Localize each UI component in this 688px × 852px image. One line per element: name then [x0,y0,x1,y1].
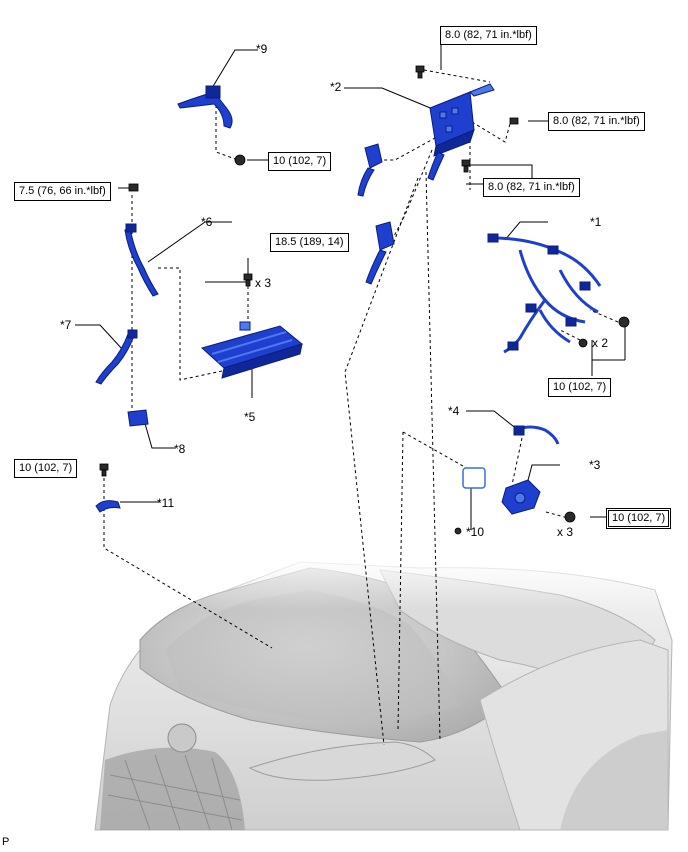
engine-compartment [165,590,460,723]
callout-1: *1 [590,215,602,229]
part-connector-b [365,221,395,285]
fasteners [99,65,630,535]
emblem [167,723,197,753]
part-5-module-bracket [200,321,304,379]
callout-8: *8 [174,442,186,456]
qty-sensor3: x 3 [557,525,574,539]
top-fade [90,550,680,610]
torque-clamp9: 10 (102, 7) [268,152,332,171]
nut-right-bracket [509,117,519,125]
nut-harness1 [578,338,588,348]
callout-10: *10 [466,525,485,539]
torque-top-bracket: 8.0 (82, 71 in.*lbf) [440,26,537,45]
part-6-hose [124,223,159,297]
callout-11: *11 [157,496,175,510]
bolt-top-bracket [415,65,425,79]
part-9-harness-clamp [177,85,233,129]
part-10-dot [454,527,462,535]
part-1-connectors [487,233,591,351]
callout-7: *7 [60,318,72,332]
figure-code: P [2,836,10,848]
callout-3: *3 [589,458,601,472]
qty-harness1: x 2 [592,336,609,350]
bolt-bracket5 [243,273,253,287]
part-connector-a [357,143,383,197]
part-3-sensor [501,479,541,515]
part-7-hose [95,329,138,385]
bolt-clamp9 [234,154,246,166]
part-10-seal [462,467,486,489]
torque-right-bracket: 8.0 (82, 71 in.*lbf) [548,112,645,131]
part-11-clip [95,500,121,513]
grille-pattern [107,754,243,831]
bolt-harness1 [618,316,630,328]
wheel-arch [560,730,668,830]
callout-6: *6 [201,215,213,229]
torque-bolt11: 10 (102, 7) [14,459,78,478]
components [95,83,602,515]
torque-sensor3: 10 (102, 7) [606,508,672,529]
torque-nut-left: 7.5 (76, 66 in.*lbf) [14,182,111,201]
headlamp-left [248,741,436,781]
part-8-bracket [127,409,149,427]
callout-5: *5 [244,410,256,424]
bolt-part11 [99,463,109,477]
vehicle-front [90,550,680,831]
part-4-connector [513,425,525,436]
callout-9: *9 [256,42,268,56]
bolt-lower-bracket [461,159,471,173]
nut-left [128,183,139,192]
part-1-wire-harness [491,236,602,354]
torque-harness1: 10 (102, 7) [548,378,612,397]
grille [100,747,245,830]
torque-bracket5: 18.5 (189, 14) [270,233,349,252]
leader-lines [75,38,626,530]
callout-2: *2 [330,80,342,94]
bolt-sensor3 [564,511,576,523]
callout-4: *4 [448,404,460,418]
qty-bracket5: x 3 [255,276,272,290]
torque-lower-bracket: 8.0 (82, 71 in.*lbf) [483,178,580,197]
part-2-ecu-bracket [427,83,495,181]
